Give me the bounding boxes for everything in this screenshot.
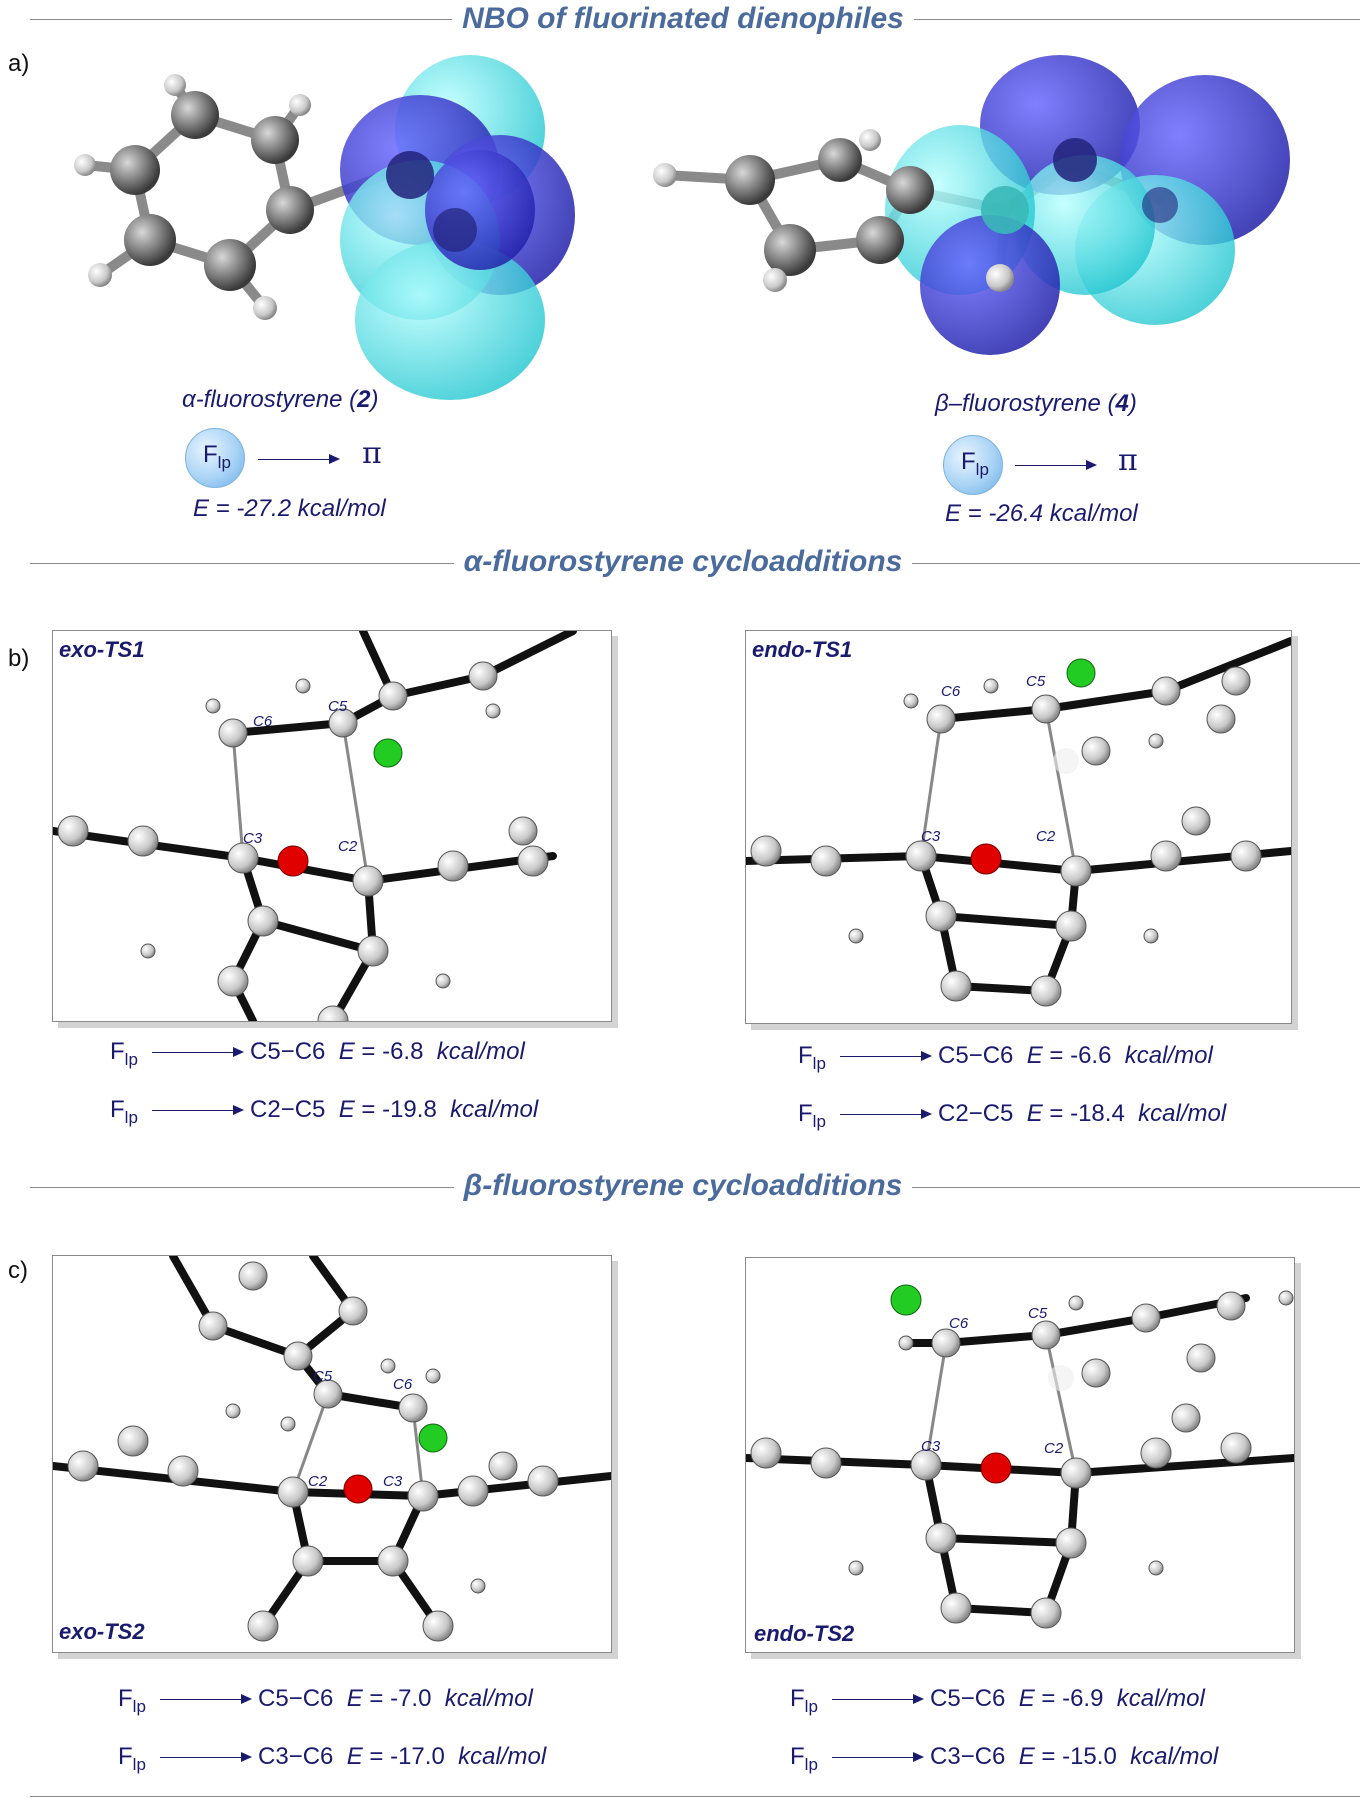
atom-label-c5: C5	[313, 1368, 333, 1385]
beta-flp-arrow	[1015, 460, 1097, 470]
beta-flp-circle	[943, 435, 1003, 495]
alpha-flp-arrow	[258, 454, 340, 464]
beta-flp-label: Flp	[961, 448, 989, 479]
beta-orbitals	[885, 55, 1290, 355]
alpha-pi-label: π	[362, 436, 382, 471]
bottom-rule	[30, 1796, 1360, 1797]
beta-atoms	[653, 129, 1178, 292]
atom-label-c5: C5	[328, 698, 348, 715]
atom-label-c2: C2	[308, 1473, 328, 1490]
endo-ts1-label: endo-TS1	[752, 637, 853, 662]
atom-label-c2: C2	[1044, 1440, 1064, 1457]
alpha-flp-circle	[185, 428, 245, 488]
exo-ts2-panel: C5 C6 C2 C3 exo-TS2	[52, 1255, 612, 1653]
part-label-c: c)	[8, 1257, 28, 1284]
atom-label-c3: C3	[243, 830, 263, 847]
atom-label-c6: C6	[949, 1315, 969, 1332]
atom-label-c5: C5	[1028, 1305, 1048, 1322]
alpha-flp-label: Flp	[203, 441, 231, 472]
alpha-atoms	[74, 74, 477, 320]
part-label-b: b)	[8, 645, 30, 672]
alpha-energy: E = -27.2 kcal/mol	[193, 495, 386, 522]
section-title-beta: β-fluorostyrene cycloadditions	[0, 1169, 1366, 1203]
beta-fluorostyrene-name: β–fluorostyrene (4)	[935, 390, 1137, 417]
exo-ts2-label: exo-TS2	[59, 1619, 145, 1644]
atom-label-c2: C2	[1036, 828, 1056, 845]
alpha-fluorostyrene-name: α-fluorostyrene (2)	[182, 386, 379, 413]
part-label-a: a)	[8, 50, 30, 77]
section-title-alpha: α-fluorostyrene cycloadditions	[0, 545, 1366, 579]
nbo-molecules	[74, 55, 1290, 400]
section-title-nbo: NBO of fluorinated dienophiles	[0, 2, 1366, 36]
atom-label-c3: C3	[383, 1473, 403, 1490]
exo-ts1-label: exo-TS1	[59, 637, 145, 662]
atom-label-c6: C6	[393, 1376, 413, 1393]
atom-label-c6: C6	[941, 683, 961, 700]
beta-energy: E = -26.4 kcal/mol	[945, 500, 1138, 527]
exo-ts1-panel: C6 C5 C3 C2 exo-TS1	[52, 630, 612, 1022]
atom-label-c3: C3	[921, 1438, 941, 1455]
endo-ts2-label: endo-TS2	[754, 1621, 855, 1646]
atom-label-c2: C2	[338, 838, 358, 855]
beta-pi-label: π	[1118, 443, 1138, 478]
endo-ts2-panel: C6 C5 C3 C2 endo-TS2	[745, 1257, 1295, 1653]
atom-label-c5: C5	[1026, 673, 1046, 690]
atom-label-c6: C6	[253, 713, 273, 730]
alpha-orbitals	[340, 55, 575, 400]
endo-ts1-panel: C6 C5 C3 C2 endo-TS1	[745, 630, 1292, 1024]
atom-label-c3: C3	[921, 828, 941, 845]
